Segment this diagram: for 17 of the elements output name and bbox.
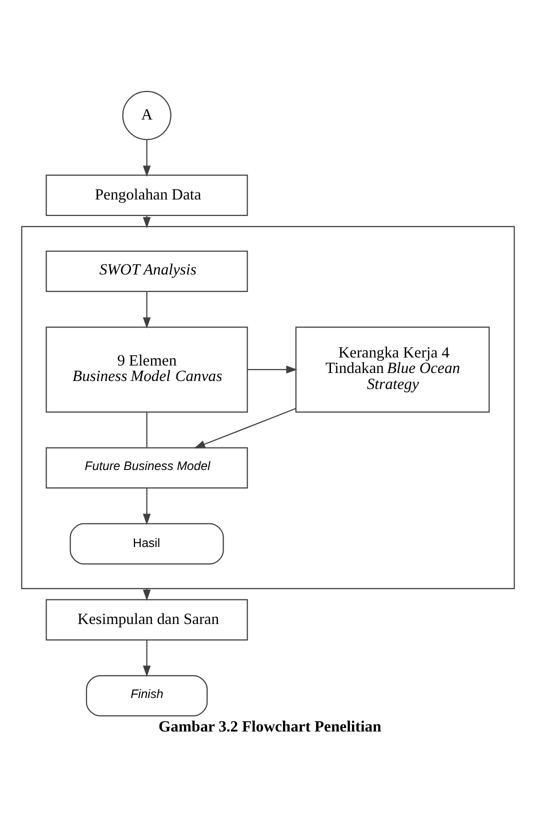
caption: Gambar 3.2 Flowchart Penelitian: [158, 718, 382, 736]
node-box: Hasil: [70, 523, 224, 564]
node-box: Pengolahan Data: [46, 174, 248, 216]
node-circle: A: [122, 90, 172, 140]
connector: [146, 412, 148, 448]
arrow: [142, 640, 151, 677]
node-box: Finish: [86, 675, 208, 716]
arrow: [248, 366, 298, 374]
node-box: Future Business Model: [46, 447, 248, 489]
node-box: SWOT Analysis: [46, 250, 248, 292]
arrow: [142, 140, 151, 177]
node-box: Kesimpulan dan Saran: [46, 599, 248, 640]
arrow: [194, 408, 296, 448]
arrow: [142, 488, 151, 525]
node-box: Kerangka Kerja 4 Tindakan Blue Ocean Strategy: [295, 326, 490, 413]
node-box: 9 Elemen Business Model Canvas: [46, 326, 248, 413]
arrow: [142, 292, 151, 329]
